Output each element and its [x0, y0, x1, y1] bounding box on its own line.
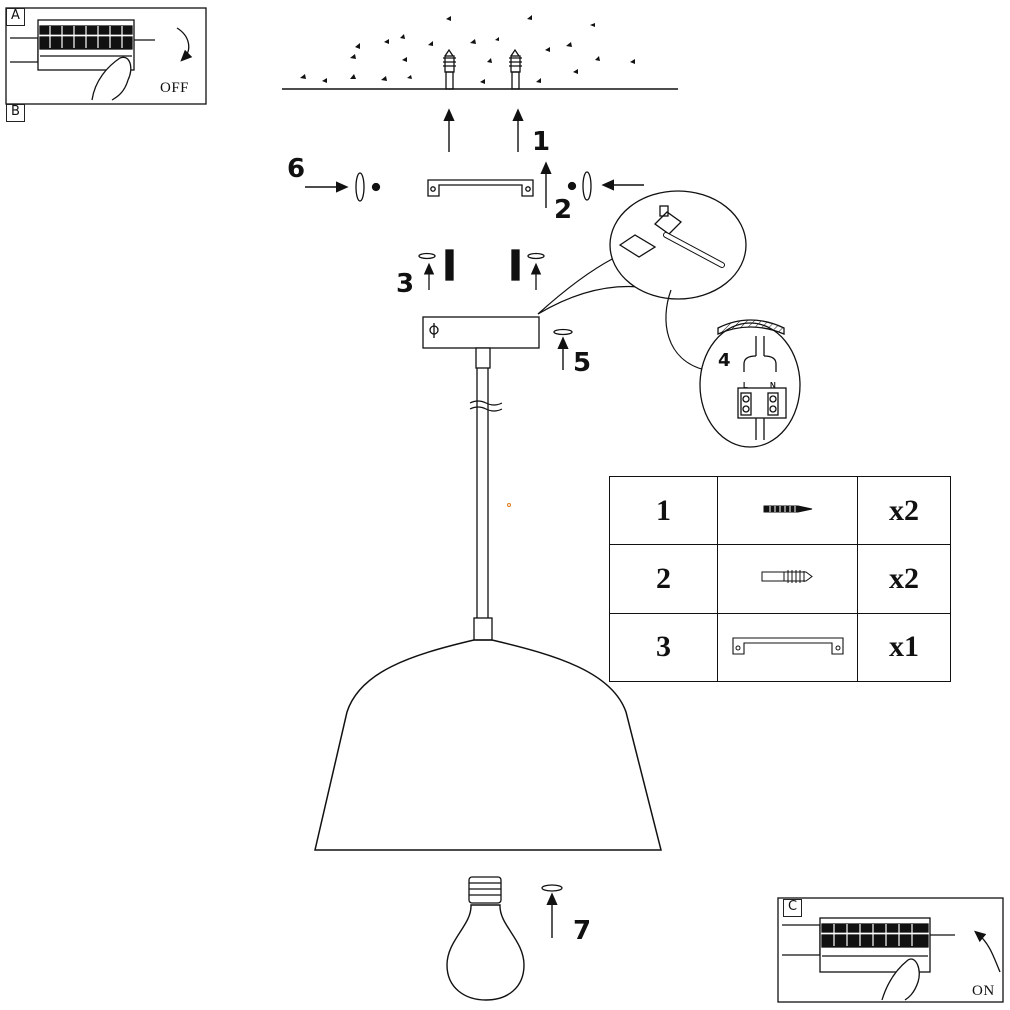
screw-icon	[763, 505, 812, 513]
part-icon-cell	[717, 612, 858, 683]
step-7-label: 7	[573, 916, 592, 946]
mounting-bracket	[427, 179, 534, 197]
part-number: 3	[609, 612, 718, 683]
part-icon-cell	[717, 544, 858, 614]
lampshade	[314, 639, 662, 851]
ceiling	[282, 15, 678, 90]
table-row: 1 x2	[609, 475, 951, 546]
step-5-label: 5	[573, 348, 592, 378]
part-quantity: x2	[857, 475, 951, 546]
canopy	[422, 316, 540, 369]
live-terminal-label: L	[743, 381, 748, 390]
off-label: OFF	[160, 80, 190, 96]
step-1-label: 1	[532, 127, 551, 157]
step-6-label: 6	[287, 154, 306, 184]
panel-tag-b: B	[6, 104, 25, 122]
ceiling-wall-plugs	[443, 48, 522, 90]
parts-table: 1 x2 2 x2 3	[609, 475, 951, 683]
terminal-callout	[537, 190, 747, 315]
on-label: ON	[972, 983, 995, 999]
breaker-off-panel	[5, 7, 207, 105]
mounting-bracket-icon	[731, 637, 844, 655]
wall-plug-icon	[761, 570, 813, 584]
wiring-callout	[665, 289, 801, 448]
panel-tag-c: C	[783, 899, 802, 917]
part-quantity: x2	[857, 544, 951, 614]
panel-tag-a: A	[6, 8, 25, 26]
breaker-on-panel	[777, 897, 1004, 1003]
step-2-label: 2	[554, 195, 573, 225]
suspension-cable	[469, 368, 503, 641]
part-number: 2	[609, 544, 718, 614]
neutral-terminal-label: N	[770, 381, 776, 390]
step-4-label: 4	[718, 350, 731, 371]
step-3-label: 3	[396, 269, 415, 299]
table-row: 3 x1	[609, 612, 951, 683]
table-row: 2 x2	[609, 544, 951, 614]
part-icon-cell	[717, 475, 858, 546]
light-bulb	[446, 876, 525, 1001]
screws-step-3	[418, 249, 545, 290]
part-number: 1	[609, 475, 718, 546]
part-quantity: x1	[857, 612, 951, 683]
